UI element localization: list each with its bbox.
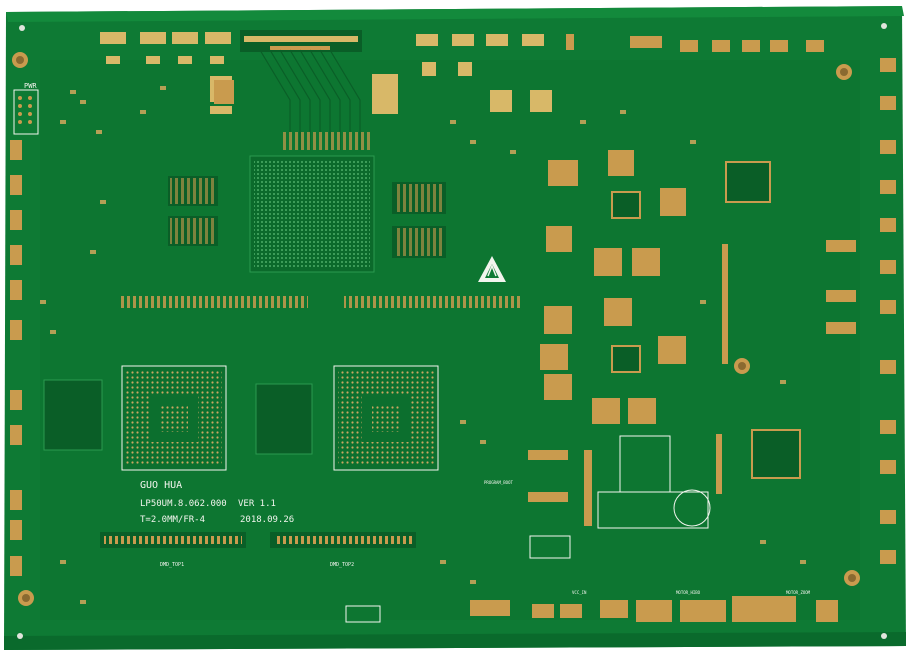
top-pads-right xyxy=(372,34,552,114)
board-edge-shade xyxy=(6,6,904,22)
silk-pwr: PWR xyxy=(24,82,37,90)
silk-designer: GUO HUA xyxy=(140,480,182,491)
silk-motor-hibo: MOTOR_HIBO xyxy=(676,590,701,595)
silk-connector-1: DMD_TOP1 xyxy=(160,562,184,568)
memory-chips-right xyxy=(392,182,446,258)
small-passives xyxy=(40,86,806,604)
silk-vcc-in: VCC_IN xyxy=(572,590,587,595)
left-edge-pads xyxy=(10,140,22,576)
bottom-edge-pads xyxy=(470,596,838,622)
silk-connector-2: DMD_TOP2 xyxy=(330,562,354,568)
bga-footprint-left xyxy=(121,365,227,471)
bga-chip-icon xyxy=(249,155,375,273)
pwr-header xyxy=(13,89,39,135)
silk-motor-zoom: MOTOR_ZOOM xyxy=(786,590,811,595)
silk-date: 2018.09.26 xyxy=(240,515,294,525)
esd-warning-icon xyxy=(478,256,506,282)
bga-footprint-right xyxy=(333,365,439,471)
silk-program-boot: PROGRAM_BOOT xyxy=(484,480,513,485)
bottom-connector-right xyxy=(270,532,416,548)
power-inductors xyxy=(214,80,686,424)
qfp-chip-icon xyxy=(43,161,801,479)
right-area-pads xyxy=(528,240,856,526)
top-right-connector-pads xyxy=(566,34,824,52)
memory-chips-left xyxy=(168,176,218,246)
bottom-connector-left xyxy=(100,532,246,548)
silk-thickness: T=2.0MM/FR-4 xyxy=(140,515,205,525)
silk-part-number: LP50UM.8.062.000 xyxy=(140,499,227,509)
mounting-hole-icon xyxy=(12,52,860,606)
right-edge-pads xyxy=(880,58,896,564)
top-fpc-connector xyxy=(240,30,362,52)
fiducial-marks xyxy=(17,23,887,639)
passive-row-middle xyxy=(118,296,520,308)
silk-version: VER 1.1 xyxy=(238,499,276,509)
board-edge-bottom xyxy=(4,632,906,650)
power-inductor-large xyxy=(597,435,711,529)
